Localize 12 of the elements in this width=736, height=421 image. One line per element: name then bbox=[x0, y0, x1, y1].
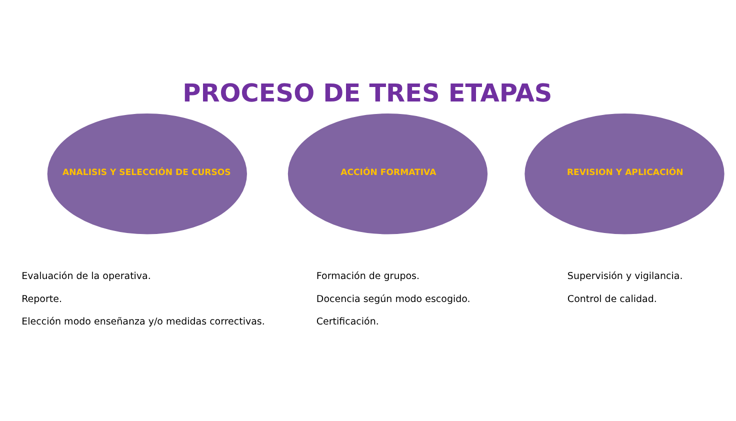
diagram-title: PROCESO DE TRES ETAPAS bbox=[182, 78, 552, 108]
node-label: Reporte. bbox=[22, 294, 62, 305]
node-label: Docencia según modo escogido. bbox=[316, 294, 470, 305]
node-ellipse: ANALISIS Y SELECCIÓN DE CURSOS bbox=[47, 114, 247, 234]
node-label: Elección modo enseñanza y/o medidas correctivas. bbox=[22, 316, 265, 328]
node-ellipse: REVISION Y APLICACIÓN bbox=[524, 114, 724, 234]
node-label: Evaluación de la operativa. bbox=[22, 270, 151, 282]
node-label: Certificación. bbox=[316, 316, 379, 328]
node-ellipse: ACCIÓN FORMATIVA bbox=[288, 114, 488, 234]
node-label: Supervisión y vigilancia. bbox=[567, 270, 683, 282]
node-label: Formación de grupos. bbox=[316, 270, 420, 282]
node-label: Control de calidad. bbox=[567, 294, 657, 305]
